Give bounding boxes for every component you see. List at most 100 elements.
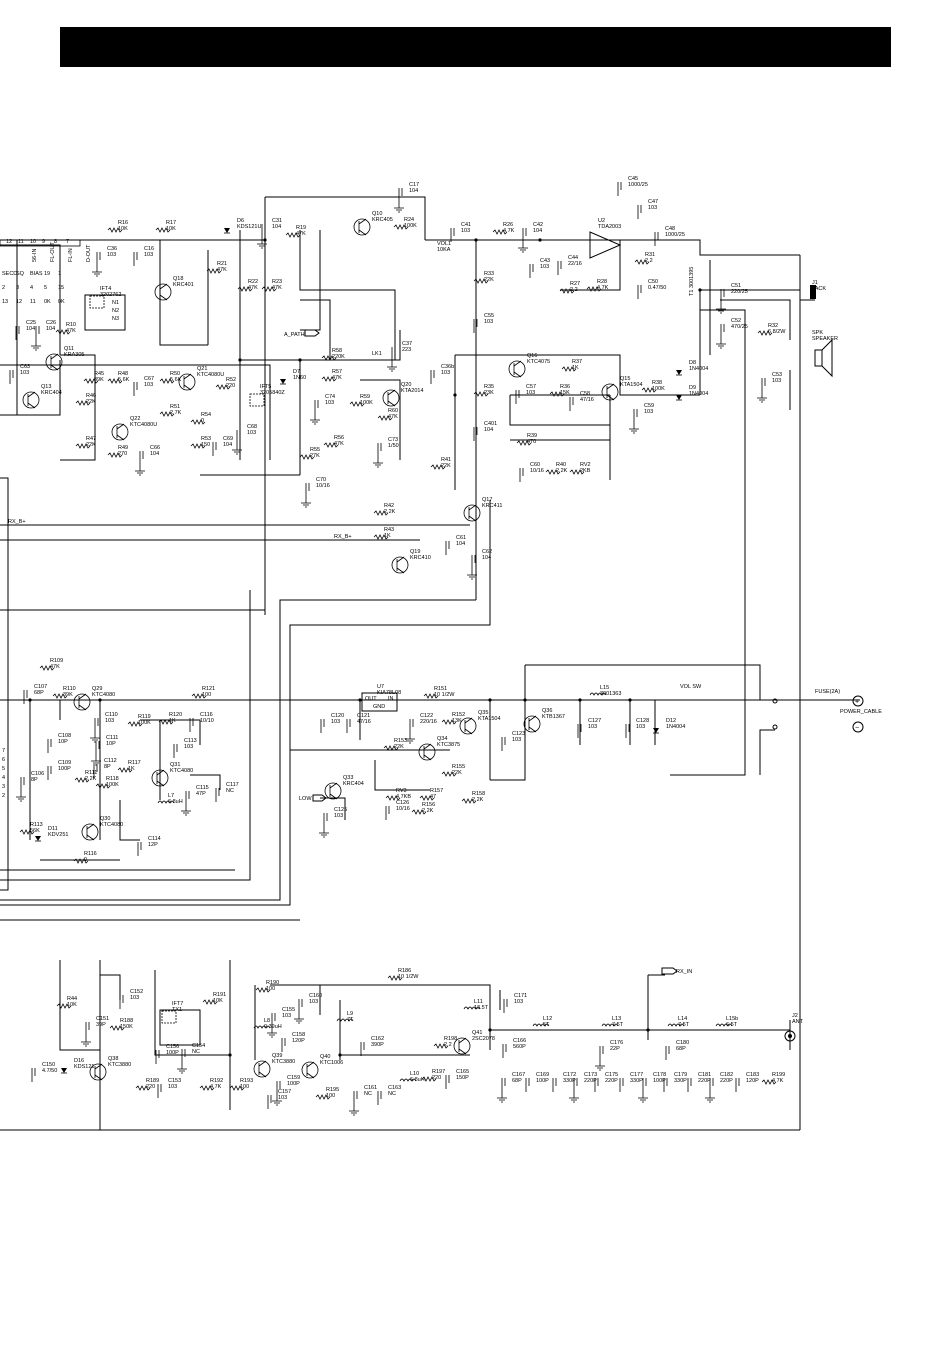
component-ref: C51 [731,283,741,289]
component-value: 100K [138,720,151,726]
component-value: 68P [34,690,44,696]
edge-pin-label: 2 [2,793,5,799]
connector-pin: 11 [18,239,24,245]
component-ref: Q21 [197,366,207,372]
component-r32 [757,330,773,336]
component-ref: C158 [292,1032,305,1038]
component-ref: Q20 [401,382,411,388]
ground-icon [181,805,191,816]
component-c127 [577,724,582,738]
component-ref: R117 [128,760,141,766]
junction-dot [578,698,582,702]
component-r190 [255,987,271,993]
transistor-icon [391,556,409,574]
component-value: 104 [456,541,465,547]
component-ref: R31 [645,252,655,258]
component-value: 22K [452,770,462,776]
component-c53 [761,378,766,392]
component-c121 [346,719,351,733]
title-bar [60,27,891,67]
component-value: NC [226,788,234,794]
misc-label: 1 [58,271,61,277]
component-c153 [157,1084,162,1098]
component-c62 [471,555,476,569]
component-value: TDA2003 [598,224,621,230]
component-c114 [137,842,142,856]
resistor-icon [75,400,91,406]
capacitor-icon [212,442,217,456]
capacitor-icon [473,319,478,333]
component-ref: R190 [266,980,279,986]
component-c73 [377,443,382,457]
component-r56 [323,442,339,448]
capacitor-icon [625,724,630,738]
component-ref: C16 [144,246,154,252]
component-ref: R198 [444,1036,457,1042]
resistor-icon [73,858,89,864]
ground-icon [629,423,639,434]
component-r113 [19,829,35,835]
component-c59 [633,409,638,423]
component-r51 [159,411,175,417]
resistor-icon [761,1079,777,1085]
component-ref: C183 [746,1072,759,1078]
capacitor-icon [9,370,14,384]
junction-dot [488,698,492,702]
power-plus-terminal [852,695,864,707]
ground-icon [757,392,767,403]
misc-label: 0K [44,299,51,305]
component-c50 [637,285,642,299]
capacitor-icon [181,1049,186,1063]
component-value: 10P [106,741,116,747]
resistor-icon [373,510,389,516]
misc-label: 2 [2,285,5,291]
component-r37 [561,366,577,372]
component-value: KDV251 [48,832,69,838]
capacitor-icon [720,324,725,338]
capacitor-icon [323,813,328,827]
component-c55 [473,319,478,333]
resistor-icon [634,259,650,265]
component-r158 [461,798,477,804]
component-ref: Q16 [527,353,537,359]
resistor-icon [492,229,508,235]
component-value: 39P [96,1022,106,1028]
component-c36b [430,370,435,384]
component-ref: C115 [196,785,209,791]
connector-block [0,239,81,247]
component-ref: J1 [812,280,818,286]
diode-icon [61,1068,67,1074]
junction-dot [488,1028,492,1032]
transistor-icon [418,743,436,761]
component-r119 [127,721,143,727]
component-ref: C163 [388,1085,401,1091]
resistor-icon [229,1085,245,1091]
misc-label: 4 [30,285,33,291]
power-cable-label: POWER_CABLE [840,709,882,715]
fuse-label: FUSE(2A) [815,689,840,695]
component-value: 103 [772,378,781,384]
ground-icon [373,457,383,468]
component-ref: C110 [105,712,118,718]
component-ref: C167 [512,1072,525,1078]
component-value: 8P [31,777,38,783]
capacitor-icon [522,228,527,242]
component-value: KTC4080 [92,692,115,698]
component-r189 [135,1085,151,1091]
component-value: 220P [720,1078,733,1084]
inductor-icon [463,1006,481,1010]
component-value: NC [388,1091,396,1097]
component-value: 220 [432,1075,441,1081]
transistor-icon [89,1063,107,1081]
component-c169 [525,1078,530,1092]
component-q30 [81,823,99,841]
component-c161 [353,1091,358,1105]
component-c17 [398,188,403,202]
component-value: 0.47/50 [648,285,666,291]
transistor-icon [154,283,172,301]
component-value: 120P [292,1038,305,1044]
component-value: 3202762 [100,292,121,298]
component-value: 4.7K [772,1078,784,1084]
capacitor-icon [473,427,478,441]
low-label: LOW [299,796,312,802]
